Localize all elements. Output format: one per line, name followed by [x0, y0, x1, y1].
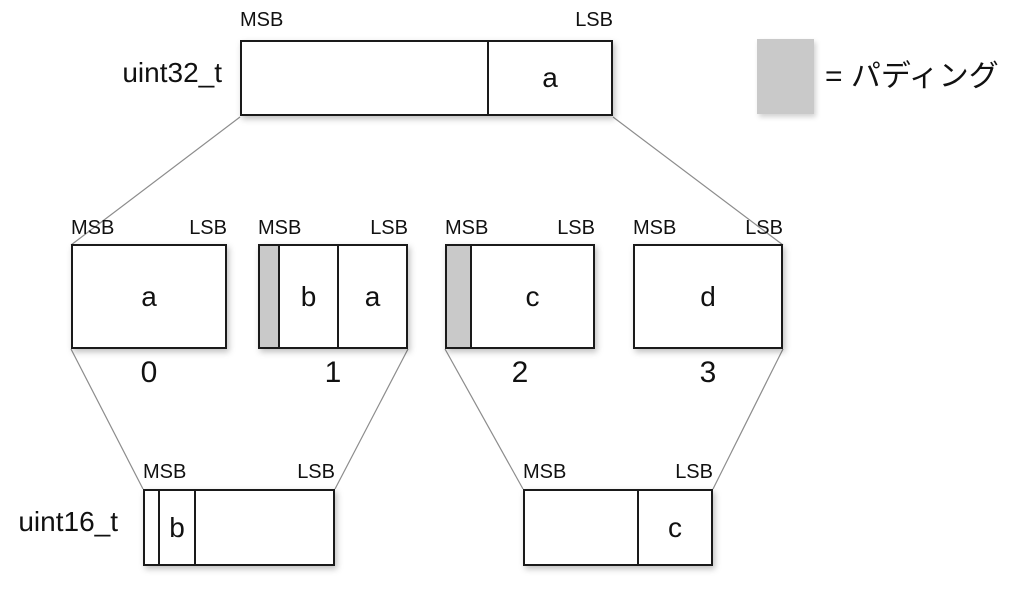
- uint16-left-high-bit-cell: [145, 491, 158, 564]
- msb-label: MSB: [445, 217, 489, 239]
- byte1-box: b a: [258, 244, 408, 349]
- byte1-padding-cell: [260, 246, 278, 347]
- lsb-label: LSB: [557, 217, 595, 239]
- lsb-label: LSB: [675, 461, 713, 483]
- byte2-index: 2: [511, 356, 529, 389]
- byte0-field-a-cell: a: [141, 280, 157, 312]
- lsb-label: LSB: [189, 217, 227, 239]
- uint32-box: a: [240, 40, 613, 116]
- byte3-bit-order-labels: MSB LSB: [633, 216, 783, 240]
- byte3-box: d: [633, 244, 783, 349]
- msb-label: MSB: [633, 217, 677, 239]
- uint16-left-bit-order-labels: MSB LSB: [143, 460, 335, 484]
- uint32-field-a-cell: a: [487, 42, 611, 114]
- msb-label: MSB: [523, 461, 567, 483]
- uint16-left-field-b-cell: b: [158, 491, 194, 564]
- connector-uint32-to-byte3: [612, 116, 784, 246]
- connector-byte0-to-uint16l: [70, 348, 144, 490]
- byte2-box: c: [445, 244, 595, 349]
- byte0-box: a: [71, 244, 227, 349]
- lsb-label: LSB: [370, 217, 408, 239]
- connector-uint32-to-byte0: [70, 116, 241, 246]
- uint16-right-field-c-cell: c: [637, 491, 711, 564]
- byte0-bit-order-labels: MSB LSB: [71, 216, 227, 240]
- uint16-type-label: uint16_t: [18, 506, 118, 537]
- byte3-field-d-cell: d: [700, 280, 716, 312]
- lsb-label: LSB: [297, 461, 335, 483]
- uint32-bit-order-labels: MSB LSB: [240, 8, 613, 32]
- connector-byte1-to-uint16l: [334, 348, 409, 490]
- byte3-index: 3: [699, 356, 717, 389]
- lsb-label: LSB: [575, 9, 613, 31]
- uint16-left-low-cell: [194, 491, 333, 564]
- byte2-bit-order-labels: MSB LSB: [445, 216, 595, 240]
- uint16-right-box: c: [523, 489, 713, 566]
- msb-label: MSB: [71, 217, 115, 239]
- connector-byte2-to-uint16r: [444, 348, 524, 490]
- uint16-right-bit-order-labels: MSB LSB: [523, 460, 713, 484]
- byte2-field-c-cell: c: [470, 246, 593, 347]
- msb-label: MSB: [143, 461, 187, 483]
- padding-legend-text: = パディング: [825, 60, 999, 93]
- byte2-padding-cell: [447, 246, 470, 347]
- byte1-bit-order-labels: MSB LSB: [258, 216, 408, 240]
- byte1-field-a-cell: a: [337, 246, 406, 347]
- uint32-high-cell: [242, 42, 487, 114]
- uint32-type-label: uint32_t: [122, 57, 222, 88]
- msb-label: MSB: [258, 217, 302, 239]
- byte1-field-b-cell: b: [278, 246, 337, 347]
- byte0-index: 0: [140, 356, 158, 389]
- byte1-index: 1: [324, 356, 342, 389]
- uint16-left-box: b: [143, 489, 335, 566]
- msb-label: MSB: [240, 9, 284, 31]
- connector-byte3-to-uint16r: [712, 348, 784, 490]
- lsb-label: LSB: [745, 217, 783, 239]
- padding-legend-swatch: [757, 39, 814, 114]
- uint16-right-high-cell: [525, 491, 637, 564]
